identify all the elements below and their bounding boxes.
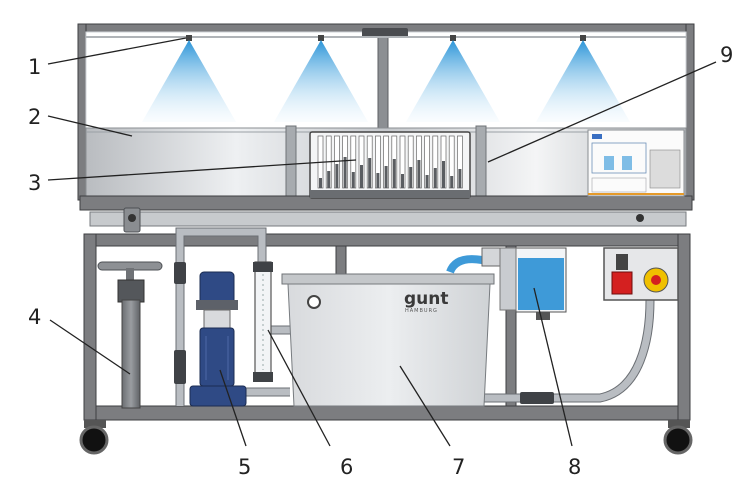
callout-label-5: 5 [238, 455, 251, 479]
spray-nozzle-2 [274, 35, 368, 122]
model-tube-level [409, 167, 413, 188]
valve-left-lower [174, 350, 186, 384]
test-section-model [309, 131, 471, 199]
callout-label-4: 4 [28, 305, 41, 329]
pipe-coupling [362, 28, 408, 38]
flow-meter [253, 261, 273, 382]
model-tube-level [384, 166, 388, 188]
callout-4: 4 [28, 305, 131, 375]
frame-leg-left [83, 233, 97, 421]
callout-8: 8 [533, 287, 581, 479]
model-tube-level [335, 164, 339, 188]
model-tube-level [425, 175, 429, 188]
water-tank: gunt HAMBURG [281, 273, 495, 407]
callout-label-6: 6 [340, 455, 353, 479]
upper-cross-pipe [89, 207, 687, 233]
valve-left-upper [174, 262, 186, 284]
callout-label-8: 8 [568, 455, 581, 479]
model-grid-tubes [317, 135, 463, 189]
model-tube-level [368, 158, 372, 188]
callout-7: 7 [399, 365, 465, 479]
start-button [651, 275, 661, 285]
frame-top-beam [83, 233, 691, 247]
model-tube-level [458, 169, 462, 188]
model-tube-level [401, 174, 404, 188]
tank-logo-subtext: HAMBURG [405, 308, 438, 314]
model-tube-level [450, 176, 454, 188]
frame-leg-right [677, 233, 691, 421]
spray-nozzles [142, 35, 630, 122]
spray-nozzle-1 [142, 35, 236, 122]
model-tube-level [327, 171, 331, 188]
model-tube-level [433, 168, 437, 188]
callout-label-7: 7 [452, 455, 465, 479]
model-tube-level [360, 165, 363, 188]
callout-6: 6 [267, 329, 353, 479]
callout-3: 3 [28, 159, 357, 195]
callout-label-2: 2 [28, 105, 41, 129]
model-tube-level [343, 157, 347, 188]
model-tube-level [351, 172, 355, 188]
stop-button [611, 271, 633, 295]
callout-9: 9 [487, 43, 733, 163]
callout-2: 2 [28, 105, 133, 137]
model-tube-level [442, 161, 445, 188]
caster-wheels [79, 420, 693, 455]
spray-nozzle-4 [536, 35, 630, 122]
spray-nozzle-3 [406, 35, 500, 122]
model-tube-level [319, 178, 322, 188]
trough-divider-right [475, 125, 487, 201]
pump [189, 271, 247, 407]
hood-left-post [77, 23, 87, 201]
callouts: 1 2 3 4 5 6 7 8 [28, 37, 733, 479]
callout-1: 1 [28, 37, 187, 79]
tank-logo: gunt [404, 289, 449, 309]
model-tube-level [376, 173, 380, 188]
model-tube-level [392, 159, 396, 188]
supply-pipe [377, 29, 389, 133]
height-adjust-column [97, 261, 163, 409]
callout-label-9: 9 [720, 43, 733, 67]
trough-divider-left [285, 125, 297, 201]
overflow-tank [446, 247, 567, 320]
callout-5: 5 [219, 369, 251, 479]
callout-label-1: 1 [28, 55, 41, 79]
callout-label-3: 3 [28, 171, 41, 195]
model-tube-level [417, 160, 421, 188]
valve-return [520, 392, 554, 404]
control-box [603, 247, 679, 301]
frame-post-mid-right [505, 245, 517, 407]
frame-bottom-beam [83, 405, 691, 421]
hood-right-post [685, 23, 695, 201]
info-poster [587, 129, 685, 197]
